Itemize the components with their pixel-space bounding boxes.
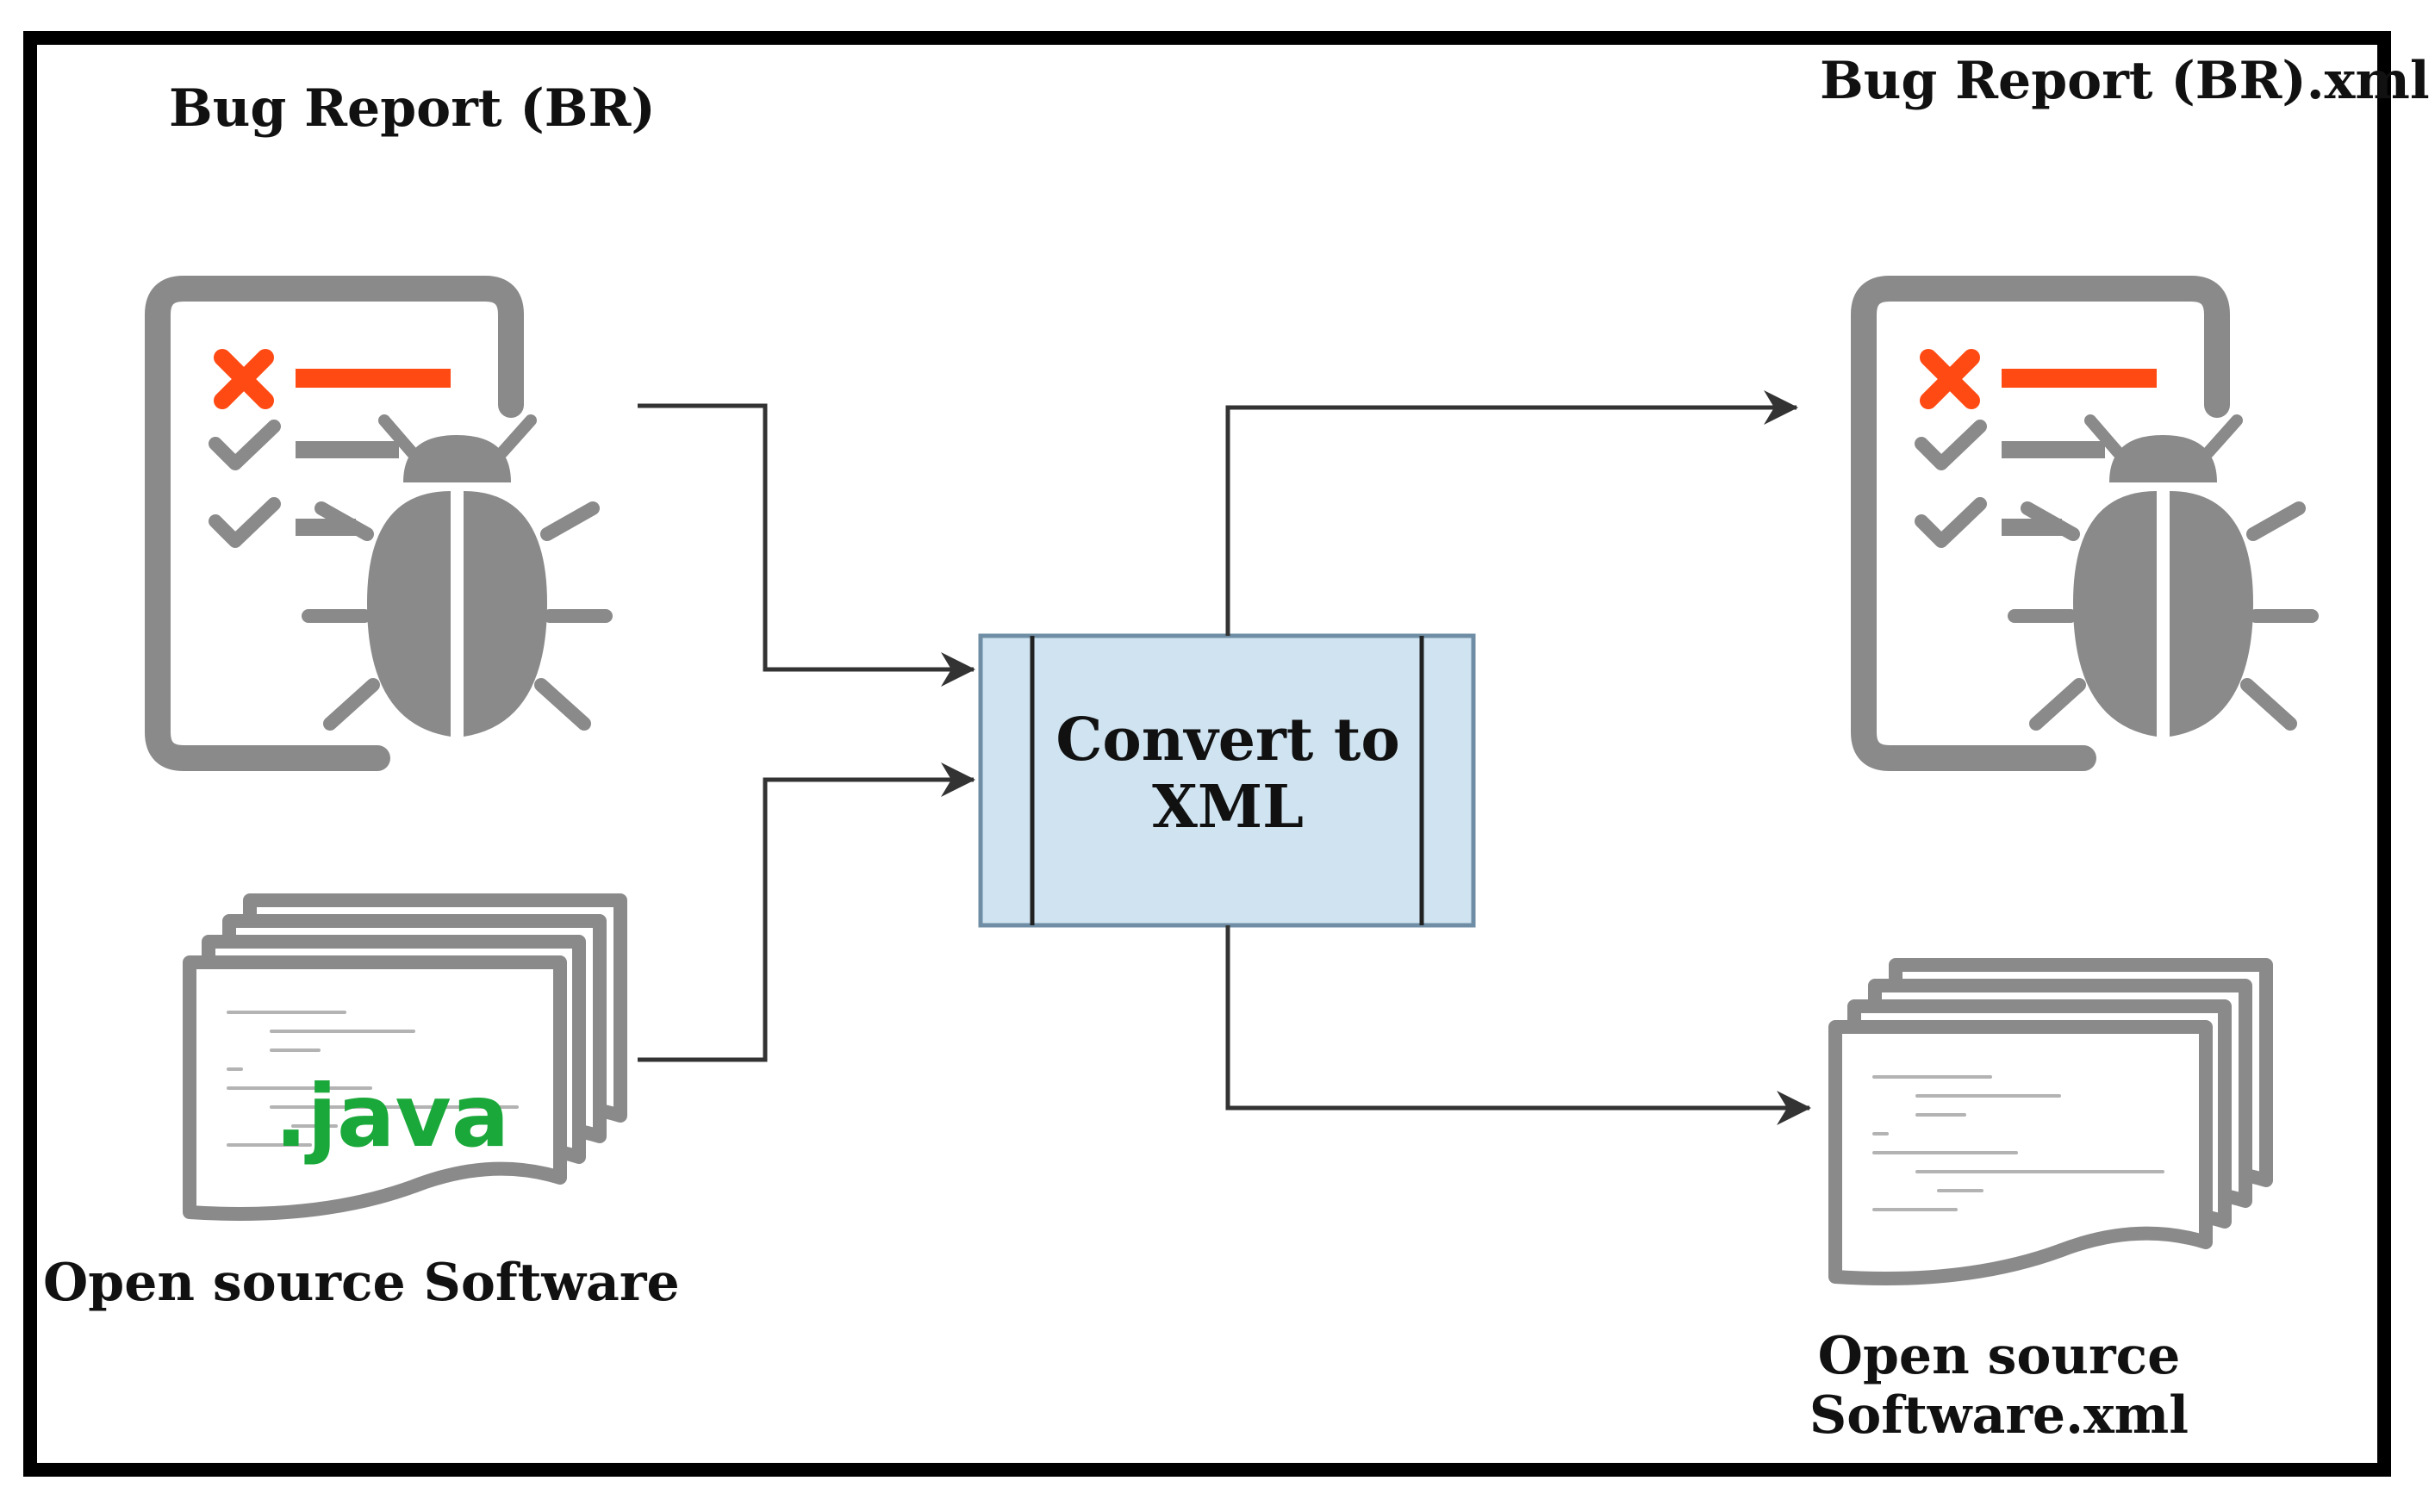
java-source-files-icon [190,900,620,1214]
source-xml-files-icon [1835,965,2266,1279]
edge-convert-to-bug-report-xml [1225,390,1798,636]
edge-convert-to-source-xml [1225,925,1811,1125]
convert-to-xml-label: Convert to XML [1056,706,1400,843]
open-source-software-xml-label: Open source Software.xml [1809,1326,2189,1446]
edge-bug-report-to-convert [638,403,975,687]
java-badge: .java [275,1066,509,1167]
bug-report-label: Bug Report (BR) [169,78,656,139]
convert-to-xml-process [978,633,1476,928]
open-source-software-label: Open source Software [43,1253,680,1313]
bug-report-xml-label: Bug Report (BR).xml [1820,51,2430,111]
edge-source-to-convert [638,762,975,1062]
